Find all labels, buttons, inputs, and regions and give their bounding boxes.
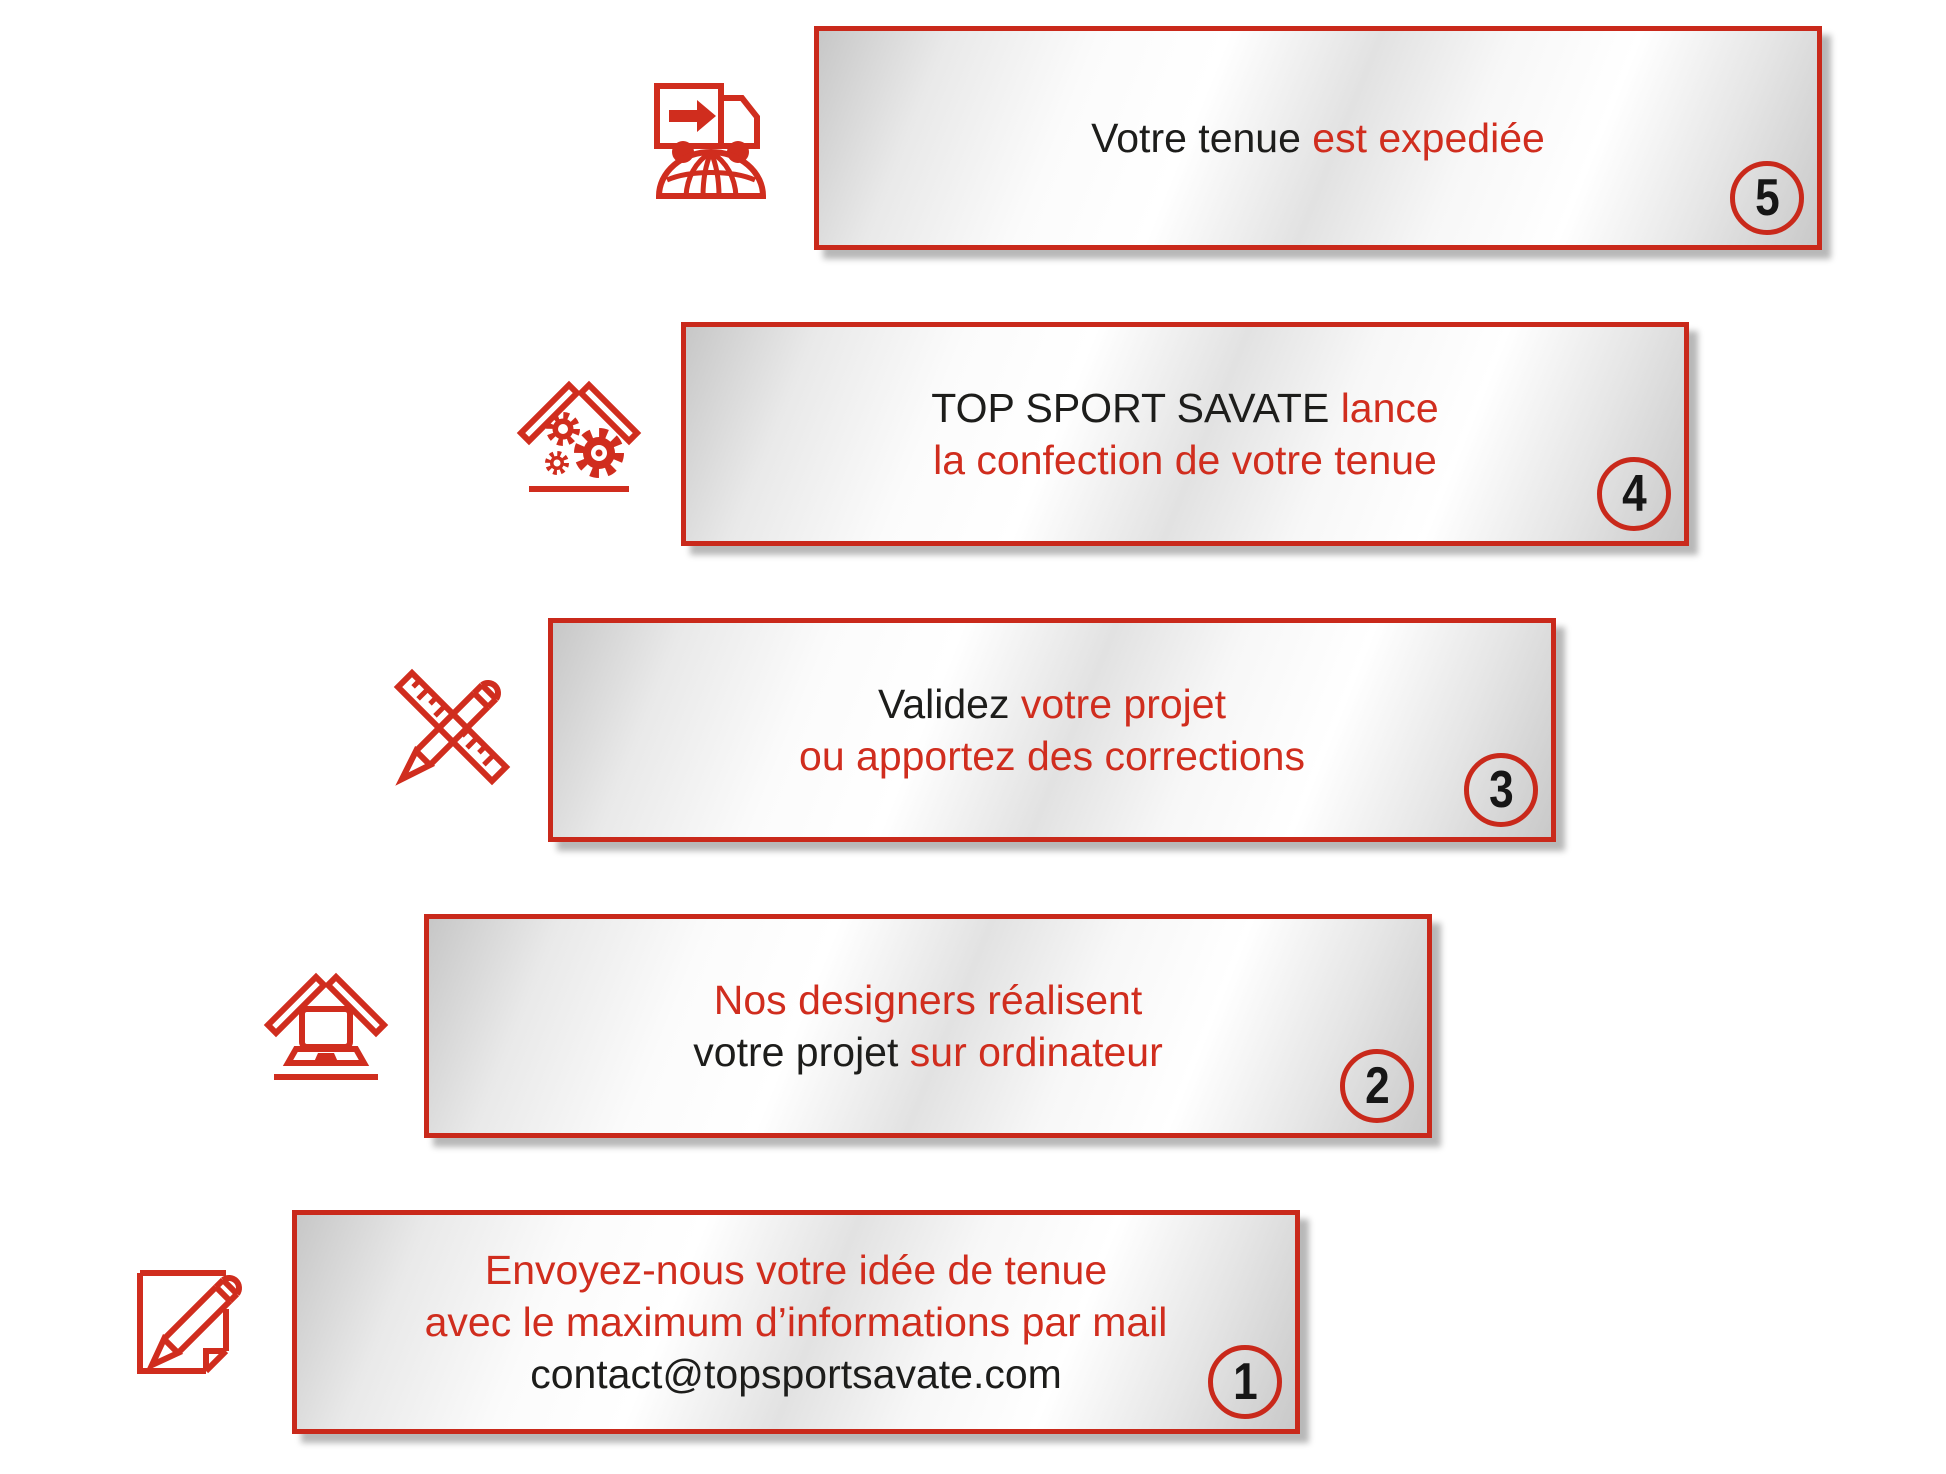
step-text-line: avec le maximum d’informations par mail bbox=[425, 1296, 1168, 1348]
step-number: 1 bbox=[1233, 1353, 1258, 1411]
step-text-segment: Votre tenue bbox=[1091, 115, 1313, 161]
step-number-badge: 5 bbox=[1730, 161, 1804, 235]
step-text-line: TOP SPORT SAVATE lance bbox=[931, 382, 1438, 434]
step-text-line: Validez votre projet bbox=[878, 678, 1226, 730]
step-number-badge: 2 bbox=[1340, 1049, 1414, 1123]
step-box-3: Validez votre projet ou apportez des cor… bbox=[548, 618, 1556, 842]
step-text-line: votre projet sur ordinateur bbox=[693, 1026, 1162, 1078]
step-text-line: ou apportez des corrections bbox=[799, 730, 1305, 782]
step-1-text: Envoyez-nous votre idée de tenue avec le… bbox=[297, 1215, 1295, 1429]
laptop-workshop-icon bbox=[260, 959, 392, 1091]
workshop-gears-icon bbox=[513, 367, 645, 499]
step-text-segment: avec le maximum d’informations par mail bbox=[424, 1299, 1168, 1345]
shipping-truck-globe-icon bbox=[645, 70, 777, 202]
step-5-text: Votre tenue est expediée bbox=[819, 31, 1817, 245]
step-text-segment: ou apportez des corrections bbox=[799, 733, 1305, 779]
step-text-segment: la confection de votre tenue bbox=[933, 437, 1437, 483]
step-number: 5 bbox=[1755, 169, 1780, 227]
step-3-text: Validez votre projet ou apportez des cor… bbox=[553, 623, 1551, 837]
step-2-text: Nos designers réalisent votre projet sur… bbox=[429, 919, 1427, 1133]
step-text-segment: est expediée bbox=[1312, 115, 1545, 161]
step-text-segment: TOP SPORT SAVATE bbox=[931, 385, 1341, 431]
step-text-segment: Envoyez-nous votre idée de tenue bbox=[484, 1247, 1108, 1293]
step-number: 2 bbox=[1365, 1057, 1390, 1115]
step-number-badge: 1 bbox=[1208, 1345, 1282, 1419]
step-text-line: contact@topsportsavate.com bbox=[530, 1348, 1062, 1400]
note-pencil-icon bbox=[126, 1253, 258, 1385]
step-text-segment email-text: contact@topsportsavate.com bbox=[530, 1351, 1062, 1397]
step-box-1: Envoyez-nous votre idée de tenue avec le… bbox=[292, 1210, 1300, 1434]
step-box-4: TOP SPORT SAVATE lance la confection de … bbox=[681, 322, 1689, 546]
step-4-text: TOP SPORT SAVATE lance la confection de … bbox=[686, 327, 1684, 541]
step-text-line: la confection de votre tenue bbox=[933, 434, 1437, 486]
step-text-line: Votre tenue est expediée bbox=[1091, 112, 1545, 164]
step-text-segment: Validez bbox=[878, 681, 1021, 727]
ruler-pencil-icon bbox=[386, 663, 518, 795]
step-text-segment: lance bbox=[1340, 385, 1439, 431]
step-text-segment: votre projet bbox=[1020, 681, 1226, 727]
step-text-line: Nos designers réalisent bbox=[714, 974, 1142, 1026]
step-text-segment: sur ordinateur bbox=[909, 1029, 1163, 1075]
step-box-5: Votre tenue est expediée 5 bbox=[814, 26, 1822, 250]
step-number-badge: 3 bbox=[1464, 753, 1538, 827]
step-text-line: Envoyez-nous votre idée de tenue bbox=[485, 1244, 1107, 1296]
step-box-2: Nos designers réalisent votre projet sur… bbox=[424, 914, 1432, 1138]
step-number: 3 bbox=[1489, 761, 1514, 819]
step-number-badge: 4 bbox=[1597, 457, 1671, 531]
step-text-segment: Nos designers réalisent bbox=[713, 977, 1143, 1023]
step-text-segment: votre projet bbox=[693, 1029, 910, 1075]
step-number: 4 bbox=[1622, 465, 1647, 523]
